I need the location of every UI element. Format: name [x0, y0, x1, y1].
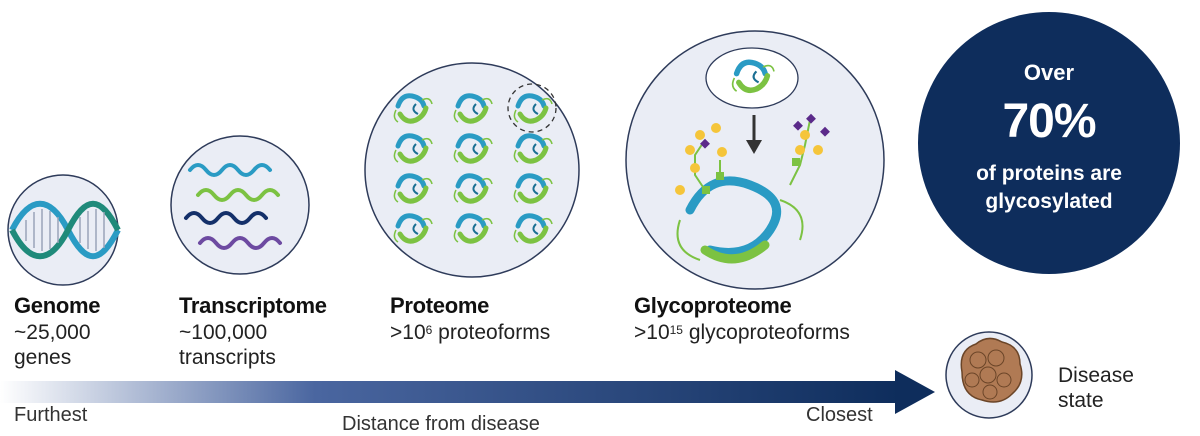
dna-helix-icon	[9, 200, 121, 260]
stage-unit-transcriptome: transcripts	[179, 346, 276, 369]
callout-line1: of proteins are	[976, 162, 1122, 185]
axis-label-distance: Distance from disease	[342, 413, 540, 435]
stage-title-transcriptome: Transcriptome	[179, 293, 327, 318]
disease-label-line1: Disease	[1058, 364, 1134, 387]
axis-label-furthest: Furthest	[14, 404, 88, 426]
transcriptome-bubble	[170, 135, 310, 275]
stage-unit-genome: genes	[14, 346, 72, 369]
callout-over: Over	[1023, 60, 1075, 85]
stage-count-genome: ~25,000	[14, 321, 91, 344]
glycoprotein-icon	[675, 113, 830, 264]
cell-cluster-icon	[960, 337, 1023, 403]
stage-title-glycoproteome: Glycoproteome	[634, 293, 792, 318]
stage-count-glycoproteome: >1015 glycoproteoforms	[634, 321, 850, 344]
disease-label-line2: state	[1058, 389, 1104, 412]
stage-title-genome: Genome	[14, 293, 101, 318]
disease-bubble	[945, 331, 1033, 419]
callout-percent: 70%	[1002, 95, 1096, 148]
glycoproteome-bubble	[625, 30, 885, 290]
stage-count-transcriptome: ~100,000	[179, 321, 268, 344]
proteome-bubble	[364, 62, 580, 278]
glycosylation-callout: Over 70% of proteins are glycosylated	[918, 12, 1180, 274]
arrow-down-icon	[746, 115, 762, 154]
distance-arrow	[0, 370, 935, 414]
axis-label-closest: Closest	[806, 404, 873, 426]
rna-strand-icon	[184, 163, 282, 250]
stage-title-proteome: Proteome	[390, 293, 490, 318]
stage-count-proteome: >106 proteoforms	[390, 321, 551, 344]
callout-line2: glycosylated	[985, 190, 1113, 213]
genome-bubble	[7, 174, 121, 286]
